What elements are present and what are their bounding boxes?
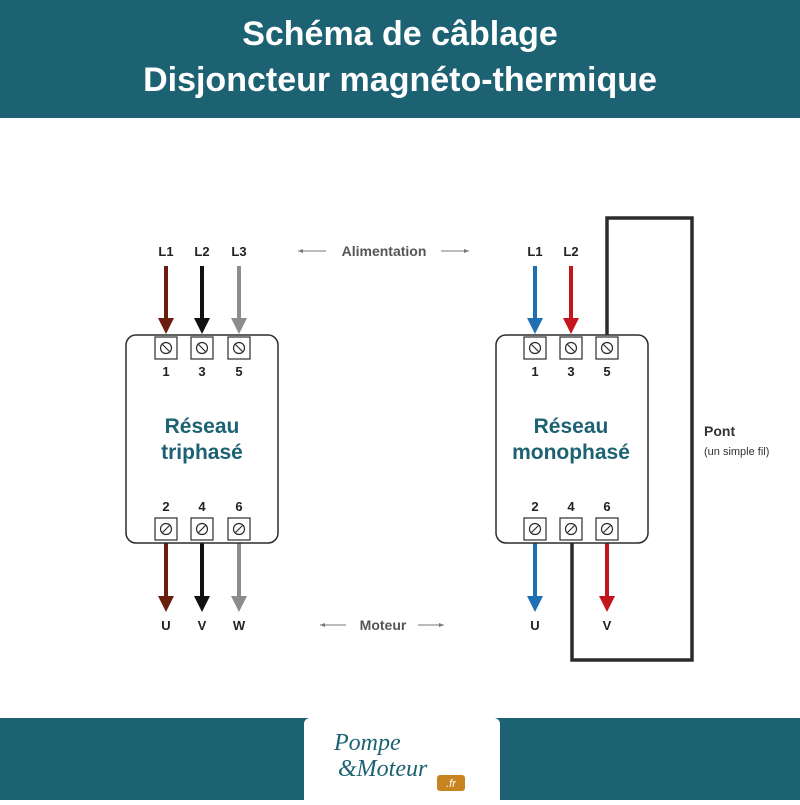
left-terminal-4: 4: [198, 499, 206, 514]
brand-logo: Pompe &Moteur .fr: [333, 730, 465, 791]
bridge-wire: [570, 216, 694, 662]
right-terminal-6: 6: [603, 499, 610, 514]
right-top-terminals: [523, 336, 619, 360]
arrow-left-l1: [158, 318, 174, 334]
title-line-2: Disjoncteur magnéto-thermique: [143, 61, 657, 99]
right-unit-name-line1: Réseau: [534, 415, 609, 438]
right-terminal-4: 4: [567, 499, 575, 514]
left-terminal-6: 6: [235, 499, 242, 514]
arrow-right-u: [527, 596, 543, 612]
pont-label: Pont: [704, 423, 735, 439]
arrow-right-l2: [563, 318, 579, 334]
left-input-l1: L1: [158, 244, 173, 259]
left-bottom-terminals: [154, 517, 251, 541]
pont-note: (un simple fil): [704, 446, 769, 458]
logo-line2: &Moteur: [338, 756, 428, 782]
left-terminal-5: 5: [235, 364, 242, 379]
right-output-v: V: [603, 618, 612, 633]
left-breaker-unit: [125, 334, 279, 544]
logo-tld: .fr: [446, 778, 457, 790]
right-terminal-2: 2: [531, 499, 538, 514]
arrow-left-l3: [231, 318, 247, 334]
right-terminal-5: 5: [603, 364, 610, 379]
left-output-v: V: [198, 618, 207, 633]
right-input-wires: [527, 266, 579, 334]
alimentation-label: Alimentation: [342, 243, 427, 259]
logo-tld-badge: [437, 775, 465, 791]
right-terminal-1: 1: [531, 364, 538, 379]
arrow-left-v: [194, 596, 210, 612]
arrow-left-l2: [194, 318, 210, 334]
right-output-u: U: [530, 618, 539, 633]
left-input-l3: L3: [231, 244, 246, 259]
left-input-l2: L2: [194, 244, 209, 259]
title-line-1: Schéma de câblage: [242, 15, 558, 53]
left-output-wires: [158, 542, 247, 612]
left-output-u: U: [161, 618, 170, 633]
arrow-right-v: [599, 596, 615, 612]
right-bottom-terminals: [523, 517, 619, 541]
arrow-right-l1: [527, 318, 543, 334]
left-unit-body: [125, 334, 279, 544]
right-output-wires: [527, 542, 615, 612]
right-input-l1: L1: [527, 244, 542, 259]
left-top-terminals: [154, 336, 251, 360]
left-output-w: W: [233, 618, 246, 633]
arrow-left-w: [231, 596, 247, 612]
left-terminal-3: 3: [198, 364, 205, 379]
right-breaker-unit: [495, 334, 649, 544]
right-unit-body: [495, 334, 649, 544]
right-unit-name-line2: monophasé: [512, 441, 630, 464]
brand-logo-card: Pompe &Moteur .fr: [304, 718, 500, 800]
left-unit-name-line2: triphasé: [161, 441, 243, 464]
left-terminal-1: 1: [162, 364, 169, 379]
alimentation-label-group: Alimentation: [298, 243, 469, 259]
left-unit-name-line1: Réseau: [165, 415, 240, 438]
left-terminal-2: 2: [162, 499, 169, 514]
right-terminal-3: 3: [567, 364, 574, 379]
right-input-l2: L2: [563, 244, 578, 259]
left-input-wires: [158, 266, 247, 334]
moteur-label-group: Moteur: [320, 617, 444, 633]
logo-line1: Pompe: [333, 730, 401, 756]
arrow-left-u: [158, 596, 174, 612]
header-banner: Schéma de câblage Disjoncteur magnéto-th…: [0, 0, 800, 118]
moteur-label: Moteur: [360, 617, 407, 633]
